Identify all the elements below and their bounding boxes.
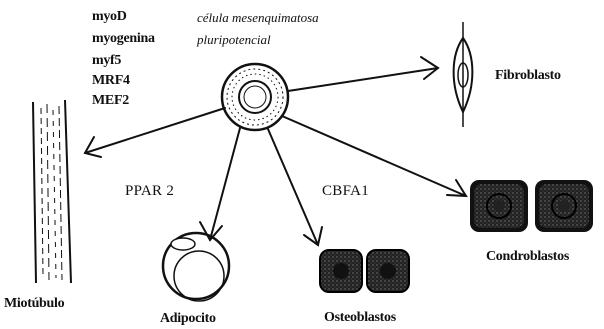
label-myotubule: Miotúbulo bbox=[4, 297, 64, 311]
stem-cell-label-line2: pluripotencial bbox=[197, 33, 271, 46]
arrow-to-myotubule bbox=[85, 108, 225, 157]
stem-cell-label-line1: célula mesenquimatosa bbox=[197, 11, 319, 24]
regulator-mrf4: MRF4 bbox=[92, 74, 130, 88]
myotubule-cell bbox=[33, 100, 71, 283]
fibroblast-cell bbox=[454, 22, 473, 127]
stem-cell bbox=[222, 64, 288, 130]
arrow-to-osteoblasts bbox=[268, 129, 322, 245]
label-fibroblast: Fibroblasto bbox=[495, 69, 561, 83]
label-adipocyte: Adipocito bbox=[160, 312, 216, 326]
regulator-myf5: myf5 bbox=[92, 54, 121, 68]
regulator-myogenina: myogenina bbox=[92, 32, 155, 46]
arrows bbox=[85, 57, 466, 245]
chondroblast-cells bbox=[470, 180, 593, 232]
factor-cbfa1: CBFA1 bbox=[322, 184, 369, 199]
regulator-mef2: MEF2 bbox=[92, 94, 129, 108]
label-osteoblasts: Osteoblastos bbox=[324, 311, 396, 325]
arrow-to-adipocyte bbox=[200, 128, 240, 240]
adipocyte-cell bbox=[163, 233, 229, 301]
arrow-to-fibroblast bbox=[288, 57, 438, 91]
label-chondroblasts: Condroblastos bbox=[486, 250, 569, 264]
regulator-myod: myoD bbox=[92, 10, 127, 24]
arrow-to-chondroblasts bbox=[282, 116, 466, 196]
osteoblast-cells bbox=[320, 250, 409, 292]
factor-ppar2: PPAR 2 bbox=[125, 184, 174, 199]
